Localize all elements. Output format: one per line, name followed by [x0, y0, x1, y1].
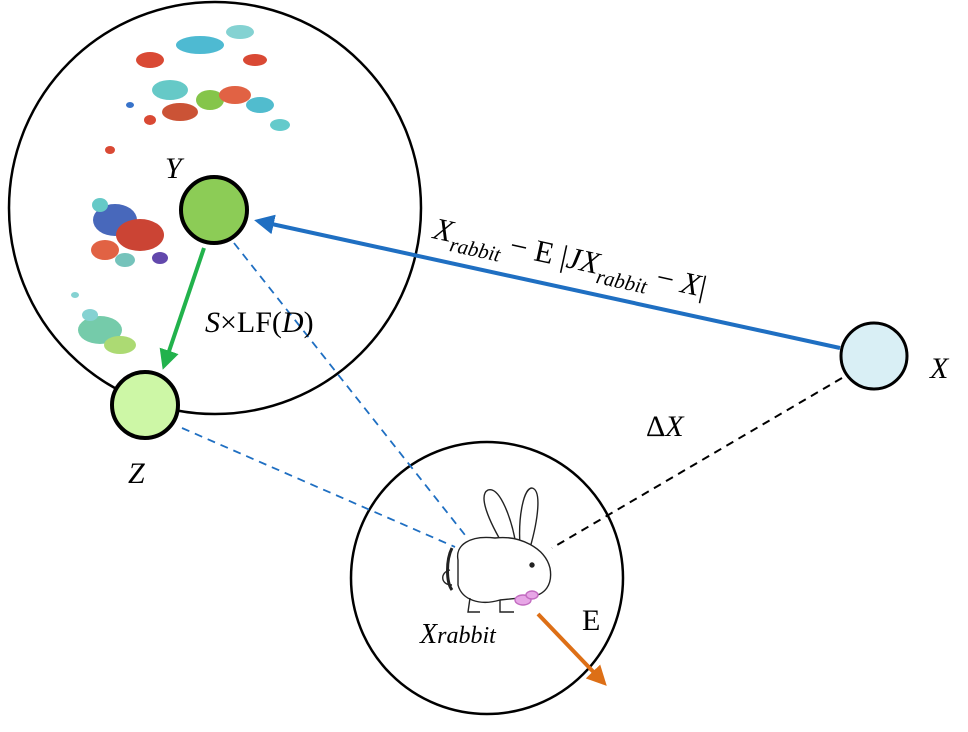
label-xrabbit: Xrabbit: [419, 619, 497, 650]
label-sxlf: S×LF(D): [205, 306, 314, 339]
formula-label: Xrabbit − E |JXrabbit − X|: [427, 210, 710, 311]
energy-arrow: [536, 612, 607, 686]
label-delta-x: ΔX: [646, 410, 685, 443]
label-x: X: [929, 352, 950, 385]
dive-arrow-y-to-z: [159, 247, 206, 370]
dashed-link-z-rabbit: [181, 427, 456, 548]
node-y: [179, 175, 249, 245]
update-arrow-x-to-y: [254, 214, 841, 350]
rabbit-circle: [349, 440, 625, 716]
rabbit-sketch-icon: [442, 487, 552, 613]
label-z: Z: [128, 457, 145, 490]
label-e: E: [582, 604, 600, 637]
dashed-link-y-rabbit: [233, 242, 466, 536]
dashed-link-x-rabbit: [551, 377, 843, 549]
label-y: Y: [165, 152, 185, 185]
exploration-circle: [7, 0, 423, 416]
svg-text:Xrabbit − E |JXrabbit − X|: Xrabbit − E |JXrabbit − X|: [427, 210, 710, 311]
node-z: [110, 370, 180, 440]
multicolor-blob-cluster-icon: [71, 25, 290, 354]
node-x: [839, 321, 909, 391]
